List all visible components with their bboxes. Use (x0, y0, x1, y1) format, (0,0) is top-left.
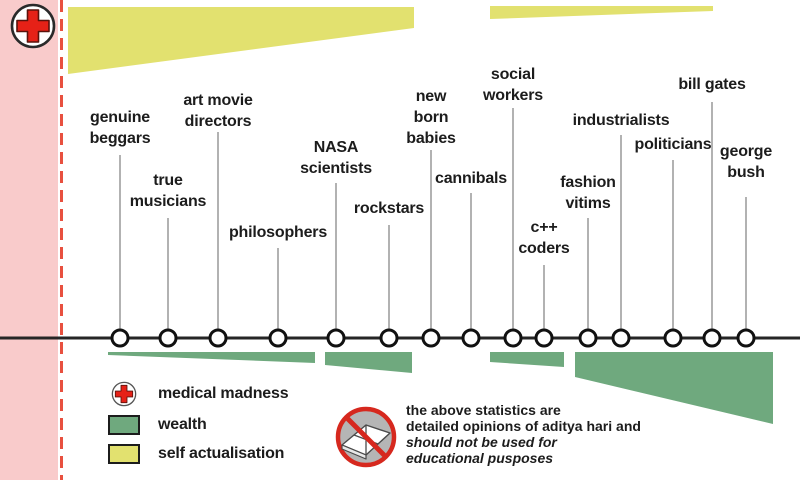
axis-node-george-bush (736, 328, 756, 348)
axis-label-cannibals: cannibals (434, 170, 508, 187)
disclaimer-line-emphasis: educational pusposes (406, 450, 554, 466)
legend-label-medical-madness: medical madness (158, 385, 289, 402)
wealth-swatch (108, 415, 140, 435)
axis-label-politicians: politicians (634, 136, 712, 153)
wealth-wedge-4 (575, 352, 773, 424)
wealth-wedge-2 (325, 352, 412, 373)
stems-layer (119, 102, 747, 329)
legend-item-medical-madness: medical madness (106, 381, 289, 407)
axis-label-genuine-beggars: genuine beggars (89, 109, 151, 147)
axis-node-nasa-scientists (326, 328, 346, 348)
nodes-layer (110, 328, 756, 348)
axis-label-c-coders: c++ coders (518, 219, 570, 257)
axis-node-rockstars (379, 328, 399, 348)
axis-label-fashion-vitims: fashion vitims (560, 174, 616, 212)
disclaimer-line-emphasis: should not be used for (406, 434, 557, 450)
axis-label-philosophers: philosophers (228, 224, 328, 241)
medical-cross-icon-small (111, 381, 137, 407)
axis-node-industrialists (611, 328, 631, 348)
axis-node-art-movie-directors (208, 328, 228, 348)
legend-label-self-actualisation: self actualisation (158, 445, 285, 462)
axis-label-new-born-babies: new born babies (406, 88, 456, 147)
medical-cross-icon (10, 3, 56, 49)
axis-node-true-musicians (158, 328, 178, 348)
legend-label-wealth: wealth (158, 416, 207, 433)
self-actualisation-swatch (108, 444, 140, 464)
axis-label-true-musicians: true musicians (129, 172, 207, 210)
axis-label-nasa-scientists: NASA scientists (300, 139, 372, 177)
disclaimer-line: the above statistics are (406, 402, 561, 418)
disclaimer-text: the above statistics are detailed opinio… (406, 402, 641, 466)
axis-node-new-born-babies (421, 328, 441, 348)
legend-item-wealth: wealth (106, 414, 207, 436)
wealth-wedge-3 (490, 352, 564, 367)
legend-item-self-actualisation: self actualisation (106, 443, 284, 465)
wedges-layer (68, 6, 773, 424)
axis-label-industrialists: industrialists (572, 112, 670, 129)
axis-label-social-workers: social workers (483, 66, 543, 104)
disclaimer-line: detailed opinions of aditya hari and (406, 418, 641, 434)
axis-node-c-coders (534, 328, 554, 348)
disclaimer: the above statistics are detailed opinio… (335, 402, 641, 468)
axis-label-rockstars: rockstars (353, 200, 425, 217)
no-education-prohibition-icon (335, 406, 397, 468)
axis-node-fashion-vitims (578, 328, 598, 348)
axis-node-bill-gates (702, 328, 722, 348)
axis-node-genuine-beggars (110, 328, 130, 348)
axis-node-cannibals (461, 328, 481, 348)
axis-node-politicians (663, 328, 683, 348)
axis-label-art-movie-directors: art movie directors (183, 92, 253, 130)
medical-madness-band (0, 0, 58, 480)
axis-label-bill-gates: bill gates (678, 76, 746, 93)
wealth-wedge-1 (108, 352, 315, 363)
self-actualisation-wedge-1 (68, 7, 414, 74)
axis-node-philosophers (268, 328, 288, 348)
axis-node-social-workers (503, 328, 523, 348)
axis-label-george-bush: george bush (719, 143, 773, 181)
self-actualisation-wedge-2 (490, 6, 713, 19)
